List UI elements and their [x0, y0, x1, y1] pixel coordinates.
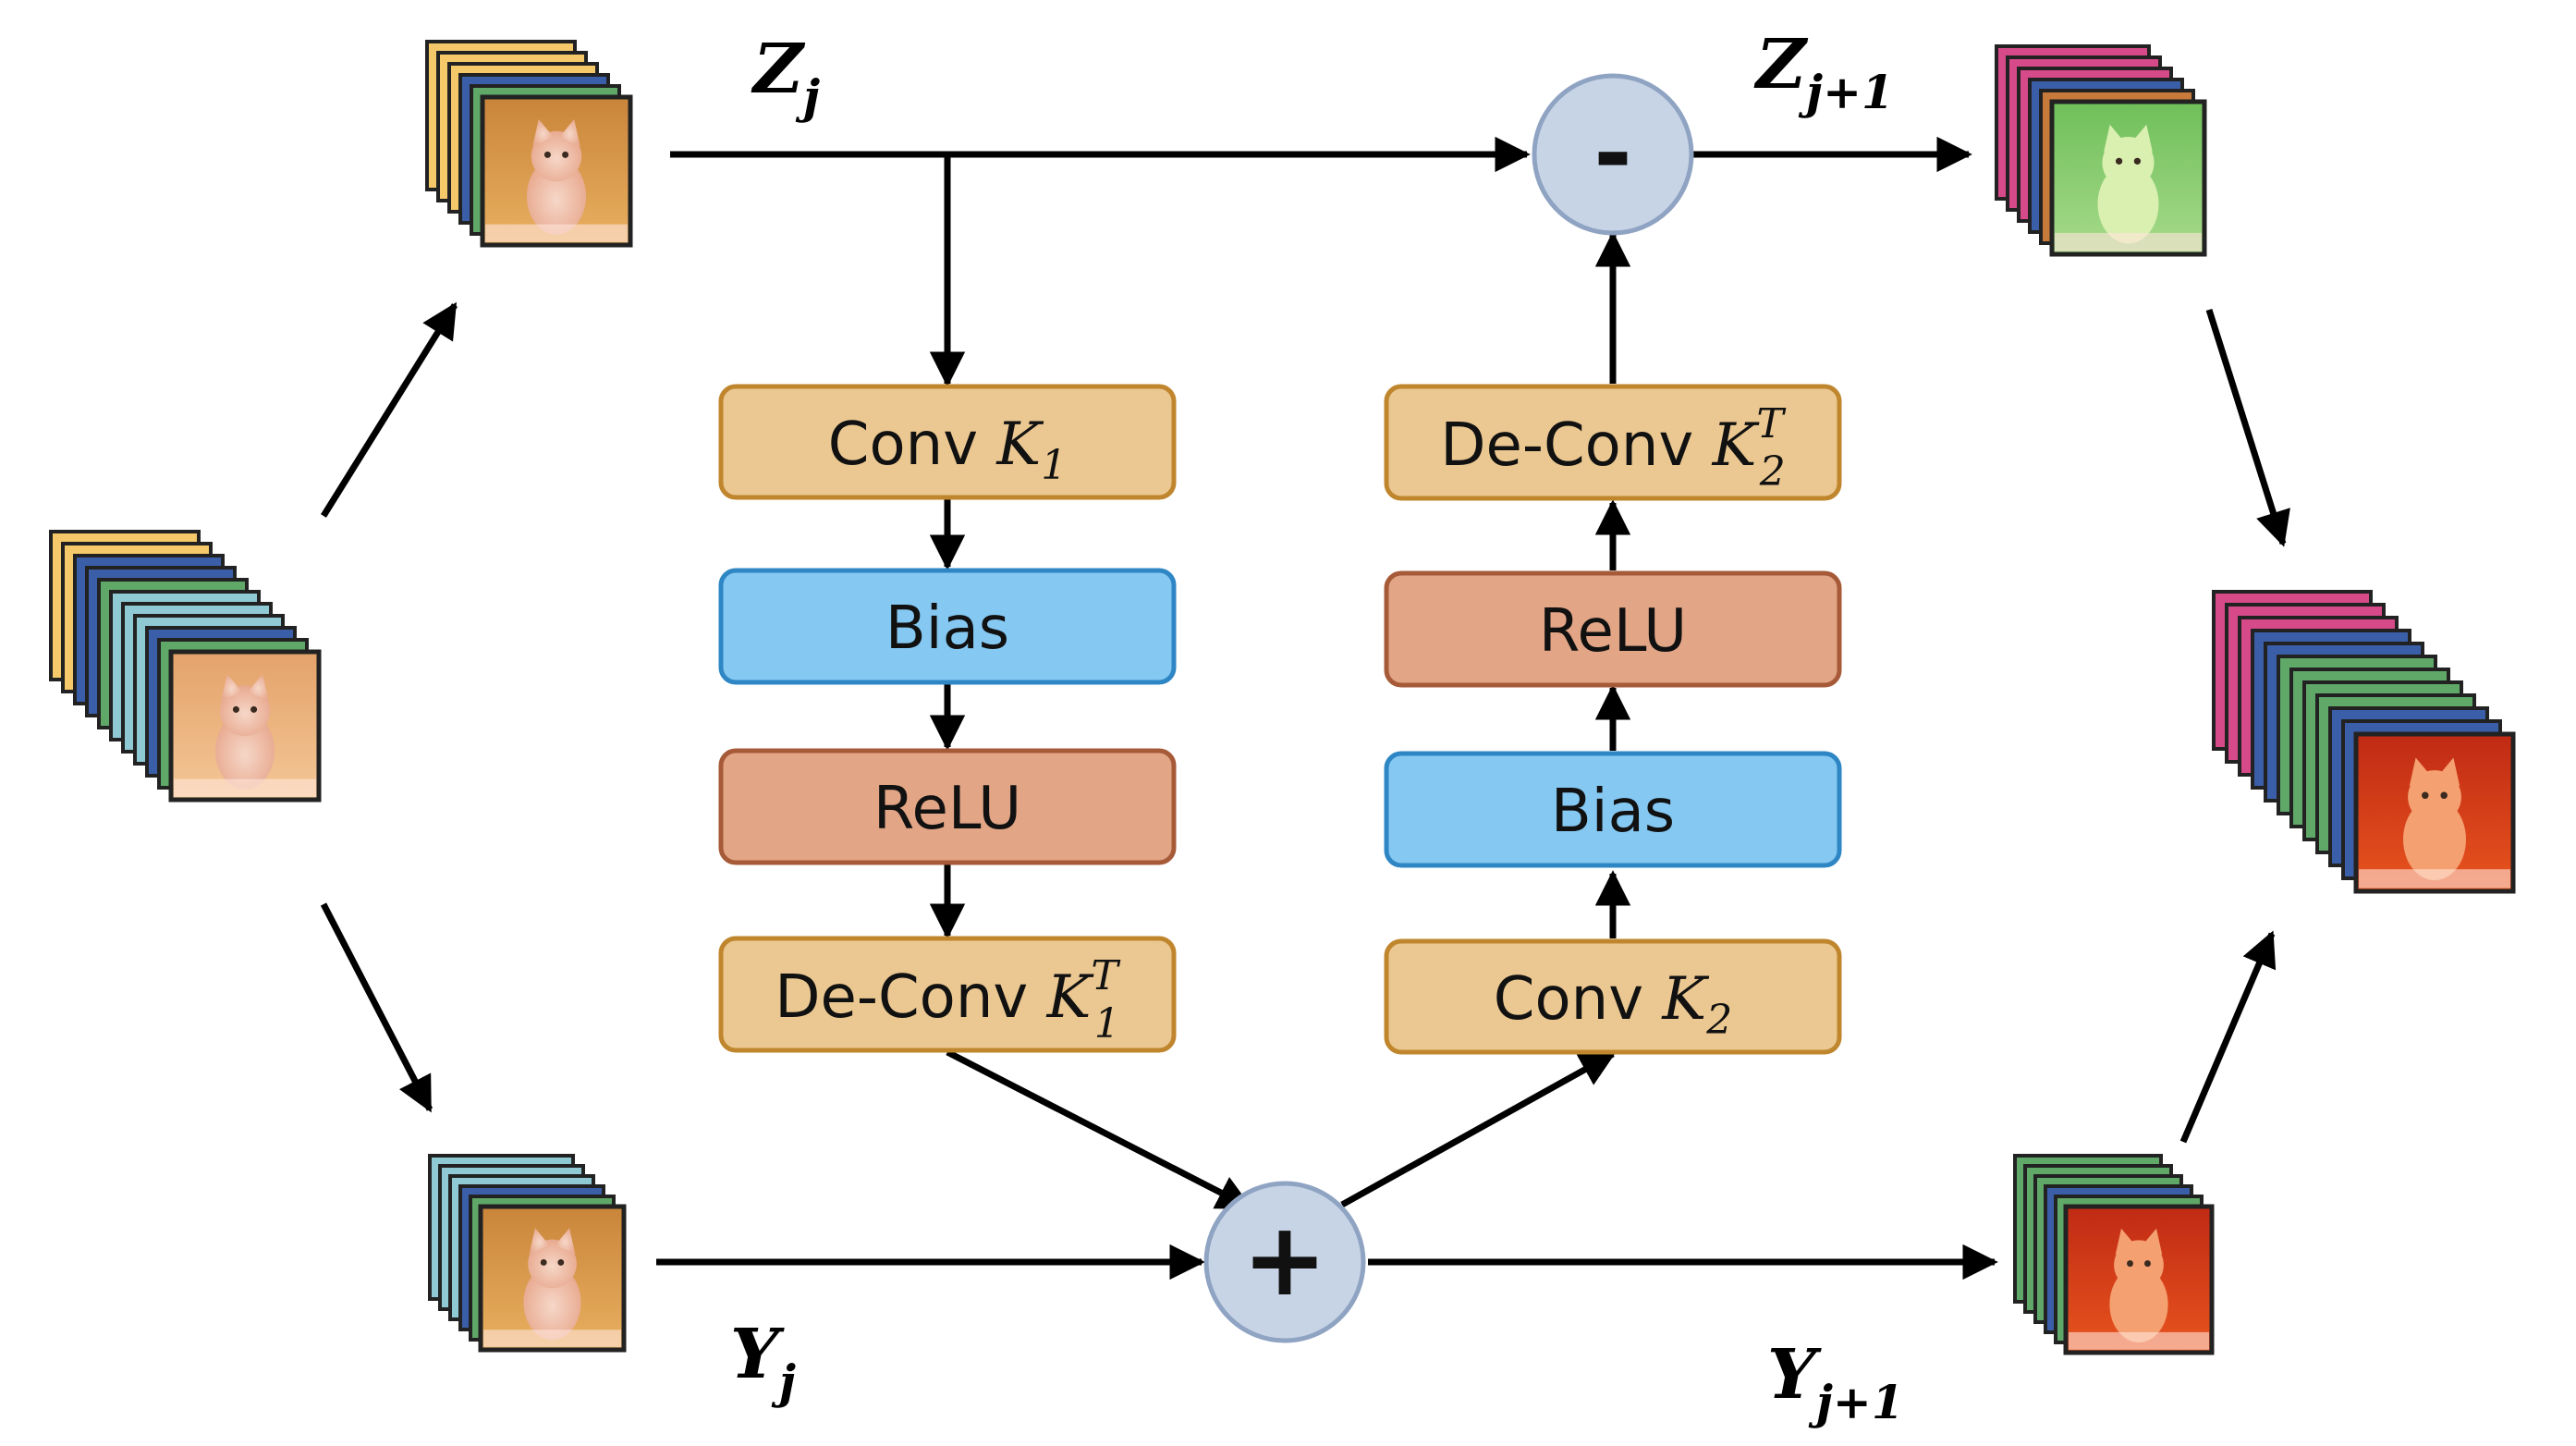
- feature-stack-yj1: [2013, 1154, 2215, 1355]
- conv-k2-rect: [1384, 938, 1842, 1055]
- bias-right-label: Bias: [1551, 778, 1675, 846]
- conv-k2-label: Conv K2: [1494, 965, 1732, 1044]
- kitten-body: [2403, 798, 2466, 881]
- arrow-yj1-to-output: [2179, 930, 2277, 1144]
- kitten-ear-left: [529, 1228, 550, 1255]
- kitten-eye-right: [2133, 157, 2142, 165]
- kitten-head: [2408, 770, 2461, 824]
- arrow-input-to-zj: [321, 301, 458, 518]
- label-yj: Yj: [730, 1315, 796, 1409]
- minus-glyph: -: [1593, 99, 1632, 207]
- kitten-ear-left: [2115, 1228, 2136, 1256]
- kitten-eye-left: [2422, 791, 2429, 800]
- relu-right-rect: [1384, 570, 1842, 688]
- kitten-ground: [2055, 232, 2202, 251]
- conv-k1-box: Conv K1: [718, 384, 1177, 500]
- kitten-eye-right: [250, 705, 258, 713]
- kitten-ear-right: [559, 119, 580, 146]
- arrow-deconv-to-plus: [946, 1048, 1253, 1211]
- label-zj1: Zj+1: [1753, 25, 1894, 119]
- relu-right-label: ReLU: [1539, 597, 1687, 666]
- label-yj1: Yj+1: [1767, 1335, 1904, 1429]
- kitten-head: [2102, 136, 2155, 190]
- kitten-ear-left: [2104, 124, 2126, 153]
- relu-left-label: ReLU: [873, 775, 1021, 843]
- kitten-eye-right: [557, 1259, 565, 1266]
- relu-left-rect: [718, 748, 1177, 865]
- bias-left-label: Bias: [885, 594, 1009, 663]
- bias-right-box: Bias: [1384, 751, 1842, 868]
- feature-stack-zj1: [1995, 44, 2207, 257]
- minus-operator: -: [1532, 73, 1694, 236]
- plus-glyph: +: [1242, 1200, 1327, 1318]
- plus-operator: +: [1203, 1181, 1366, 1343]
- relu-left-box: ReLU: [718, 748, 1177, 865]
- kitten-ground: [485, 224, 628, 242]
- arrow-input-to-yj: [320, 902, 433, 1113]
- kitten-eye-right: [562, 151, 569, 158]
- deconv-k2t-rect: [1384, 384, 1842, 501]
- kitten-eye-left: [2127, 1260, 2133, 1268]
- kitten-body: [2109, 1266, 2168, 1342]
- kitten-head: [2114, 1240, 2164, 1291]
- feature-stack-input: [49, 530, 322, 803]
- kitten-body: [527, 157, 586, 235]
- kitten-eye-left: [2115, 157, 2123, 165]
- kitten-ground: [483, 1330, 621, 1347]
- kitten-ground: [2359, 869, 2510, 888]
- kitten-head: [219, 685, 271, 737]
- kitten-ear-left: [221, 674, 242, 701]
- minus-circle: [1532, 73, 1694, 236]
- feature-stack-zj: [425, 40, 633, 248]
- bias-left-rect: [718, 568, 1177, 685]
- kitten-ear-right: [248, 674, 269, 701]
- connectors: [320, 136, 2290, 1281]
- kitten-ear-right: [2130, 124, 2153, 153]
- kitten-body: [215, 712, 275, 790]
- feature-stack-output: [2212, 590, 2516, 894]
- kitten-head: [528, 1239, 577, 1289]
- kitten-body: [2097, 164, 2159, 244]
- bias-left-box: Bias: [718, 568, 1177, 685]
- arrow-plus-to-conv-k2: [1340, 1050, 1617, 1208]
- plus-circle: [1203, 1181, 1366, 1343]
- conv-k1-rect: [718, 384, 1177, 500]
- relu-right-box: ReLU: [1384, 570, 1842, 688]
- kitten-head: [531, 130, 582, 182]
- kitten-eye-left: [543, 151, 551, 158]
- conv-k1-label: Conv K1: [828, 411, 1067, 489]
- kitten-ear-right: [555, 1228, 576, 1255]
- deconv-k1t-rect: [718, 936, 1177, 1053]
- kitten-ground: [2069, 1331, 2209, 1350]
- kitten-ear-left: [532, 119, 554, 146]
- arrow-zj1-to-output: [2205, 308, 2290, 547]
- bias-right-rect: [1384, 751, 1842, 868]
- kitten-ear-right: [2142, 1228, 2163, 1256]
- kitten-ground: [174, 778, 316, 797]
- kitten-ear-left: [2409, 757, 2432, 787]
- label-zj: Zj: [751, 30, 820, 124]
- conv-k2-box: Conv K2: [1384, 938, 1842, 1055]
- kitten-eye-left: [232, 705, 239, 713]
- kitten-body: [523, 1265, 581, 1341]
- feature-stack-yj: [428, 1154, 627, 1353]
- kitten-eye-left: [540, 1259, 547, 1266]
- kitten-ear-right: [2437, 757, 2460, 787]
- kitten-eye-right: [2144, 1260, 2151, 1268]
- kitten-eye-right: [2440, 791, 2448, 800]
